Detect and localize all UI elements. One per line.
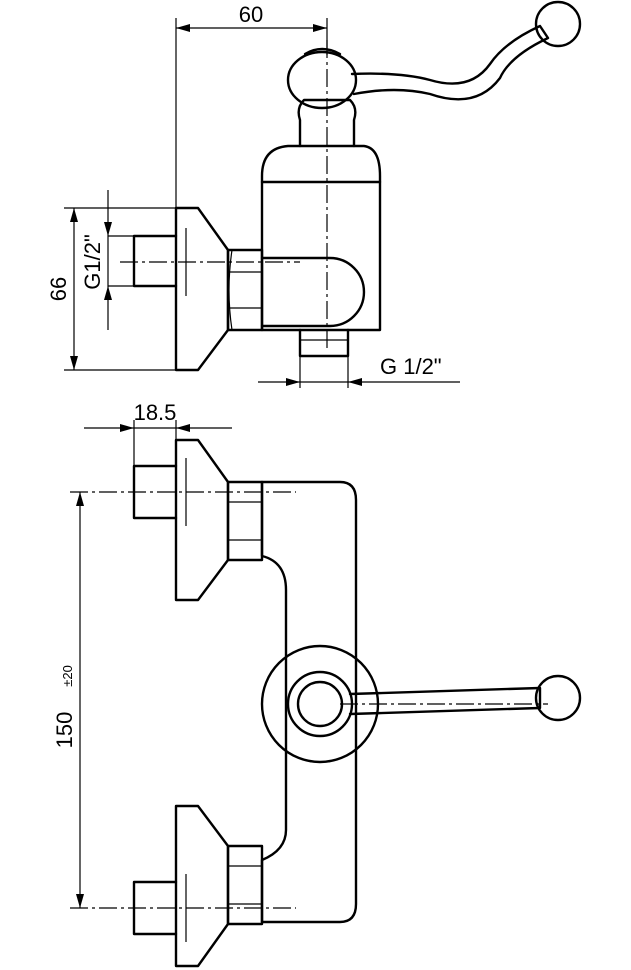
knob-side bbox=[286, 50, 358, 110]
valve-body-side bbox=[260, 144, 382, 332]
wall-flange-side bbox=[174, 206, 230, 372]
lower-wall-flange bbox=[174, 804, 230, 968]
lever-handle-front bbox=[348, 686, 542, 716]
dimension-label-150: 150 bbox=[52, 712, 77, 749]
dimension-label-inlet-thread: G1/2" bbox=[80, 234, 105, 290]
dimension-inlet-depth: 18.5 bbox=[84, 400, 232, 466]
dimension-label-outlet-thread: G 1/2" bbox=[380, 354, 442, 379]
dimension-height: 66 bbox=[46, 207, 176, 371]
stem-side bbox=[297, 98, 357, 148]
dimension-label-tolerance: ±20 bbox=[60, 665, 75, 687]
dimension-inlet-thread: G1/2" bbox=[80, 190, 112, 330]
lever-ball-side bbox=[534, 0, 582, 48]
outlet-pipe-side bbox=[298, 328, 350, 358]
upper-wall-flange bbox=[174, 438, 230, 602]
lever-ball-front bbox=[534, 674, 582, 722]
cartridge-ring-outer bbox=[260, 644, 380, 764]
side-view: 60 G 1/2" bbox=[46, 0, 582, 388]
inlet-pipe-side bbox=[132, 234, 178, 288]
lower-hex-nut bbox=[226, 844, 264, 926]
upper-hex-nut bbox=[226, 480, 264, 562]
dimension-center-distance: 150 ±20 bbox=[52, 492, 84, 908]
dimension-label-18-5: 18.5 bbox=[134, 400, 177, 425]
dimension-label-60: 60 bbox=[239, 2, 263, 27]
dimension-label-66: 66 bbox=[46, 277, 71, 301]
cartridge-ring-inner bbox=[296, 680, 344, 728]
dimension-top-width: 60 bbox=[175, 2, 328, 210]
front-view: 18.5 150 bbox=[52, 400, 582, 968]
lever-handle-side bbox=[350, 24, 550, 101]
